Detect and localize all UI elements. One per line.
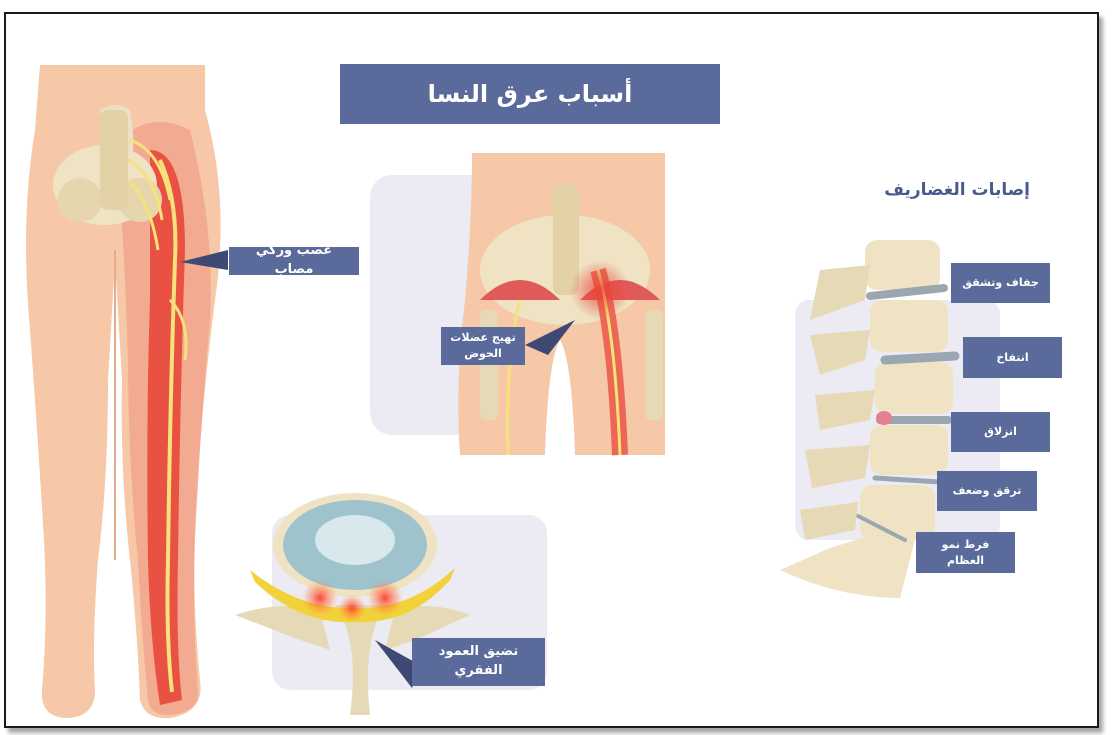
pointer-arrow [180, 250, 228, 270]
label-dry-crack: جفاف وتشقق [951, 263, 1050, 303]
label-overgrowth: فرط نمو العظام [916, 532, 1015, 573]
disc-injuries-heading: إصابات الغضاريف [884, 180, 1030, 200]
page-title: أسباب عرق النسا [340, 64, 720, 124]
label-bulge: انتفاخ [963, 337, 1062, 378]
pointer-arrow [525, 320, 575, 355]
label-pelvic-muscle: تهيج عضلات الحوض [441, 327, 525, 365]
legs-illustration [26, 65, 221, 719]
label-injured-nerve: عصب وركي مصاب [229, 243, 359, 277]
spine-illustration [780, 240, 1000, 598]
label-spinal-stenosis: تضيق العمود الفقري [412, 638, 545, 686]
label-thinning: ترقق وضعف [937, 471, 1037, 511]
pelvis-illustration [370, 153, 665, 456]
pointer-arrow [375, 640, 420, 688]
label-slip: انزلاق [951, 412, 1050, 452]
